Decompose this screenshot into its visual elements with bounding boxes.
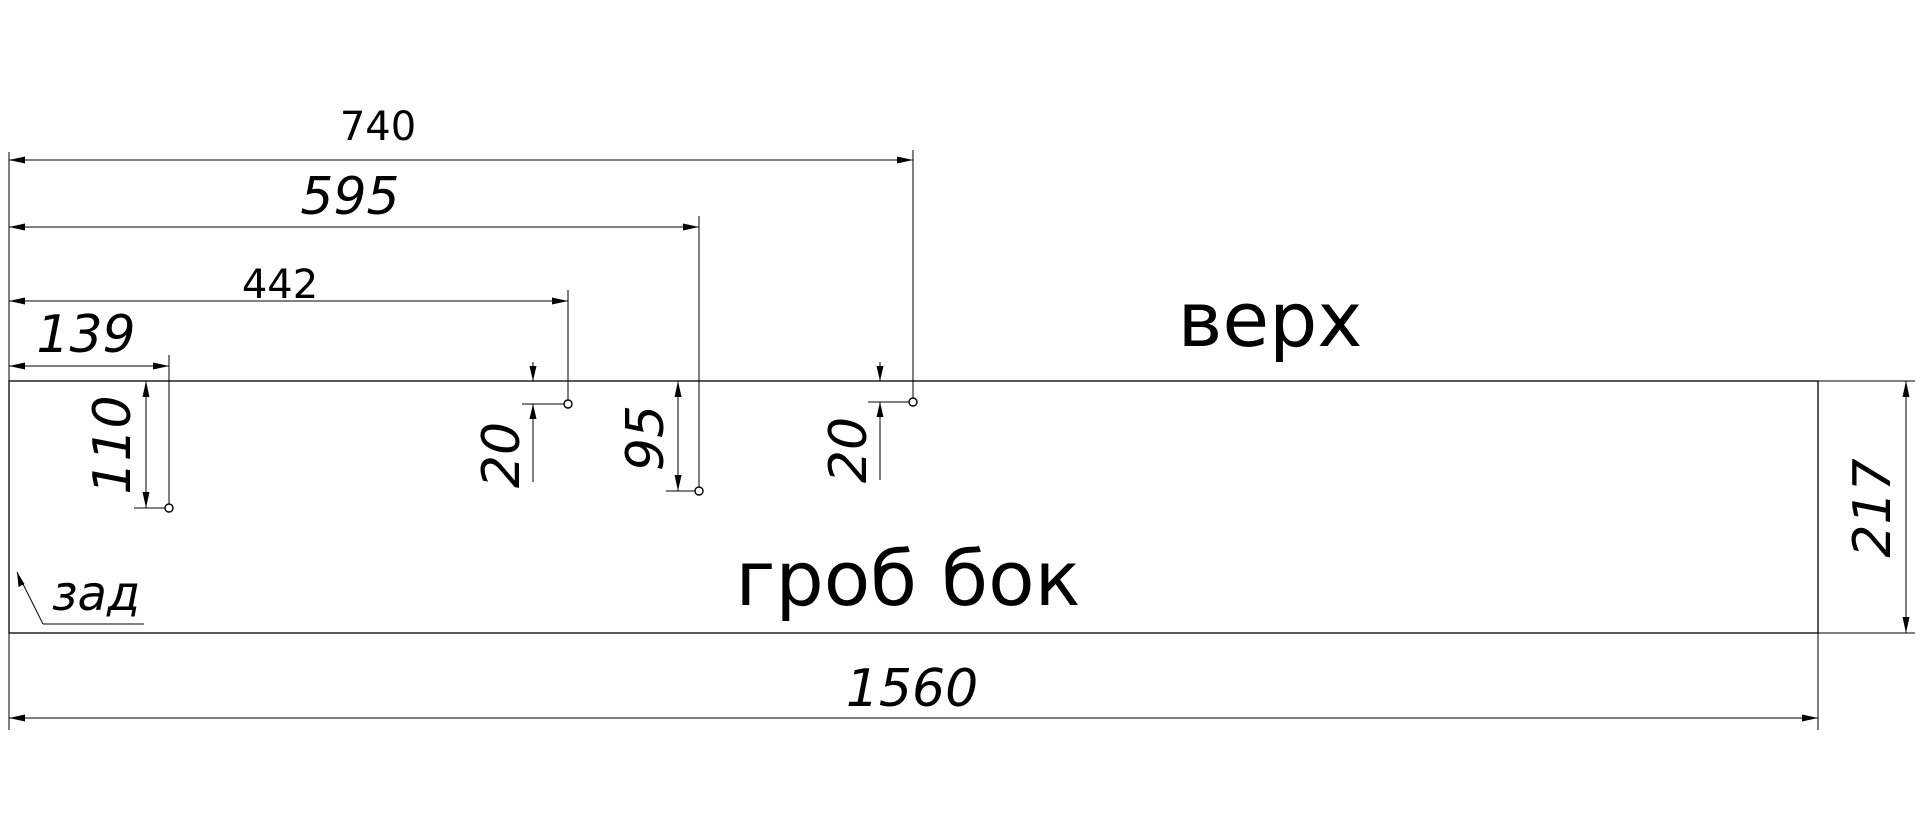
dimension-595-label: 595 [300,167,399,227]
dimension-1560-label: 1560 [846,659,978,719]
panel-label: гроб бок [736,534,1081,623]
dimension-1560: 1560 [8,633,1819,730]
dimension-740-label: 740 [340,104,416,150]
dimension-139-label: 139 [36,305,135,365]
dimension-442: 442 [9,262,569,404]
top-label: верх [1178,275,1363,364]
dimension-20-right-label: 20 [819,417,879,483]
dimension-20-right: 20 [819,362,913,483]
hole-marker [908,397,918,407]
dimension-95: 95 [616,381,699,492]
hole-marker [563,399,573,409]
dimension-442-label: 442 [242,262,318,308]
dimension-595: 595 [9,167,700,491]
back-leader: зад [16,566,144,625]
dimension-740: 740 [8,104,914,402]
back-label: зад [52,566,140,622]
dimension-110: 110 [83,381,169,509]
hole-marker [164,503,174,513]
dimension-20-left: 20 [472,362,568,488]
dimension-139: 139 [9,305,170,507]
hole-marker [694,486,704,496]
dimension-217: 217 [1818,380,1915,634]
dimension-110-label: 110 [83,395,143,494]
dimension-20-left-label: 20 [472,422,532,488]
dimension-217-label: 217 [1843,458,1903,557]
dimension-95-label: 95 [616,405,676,471]
